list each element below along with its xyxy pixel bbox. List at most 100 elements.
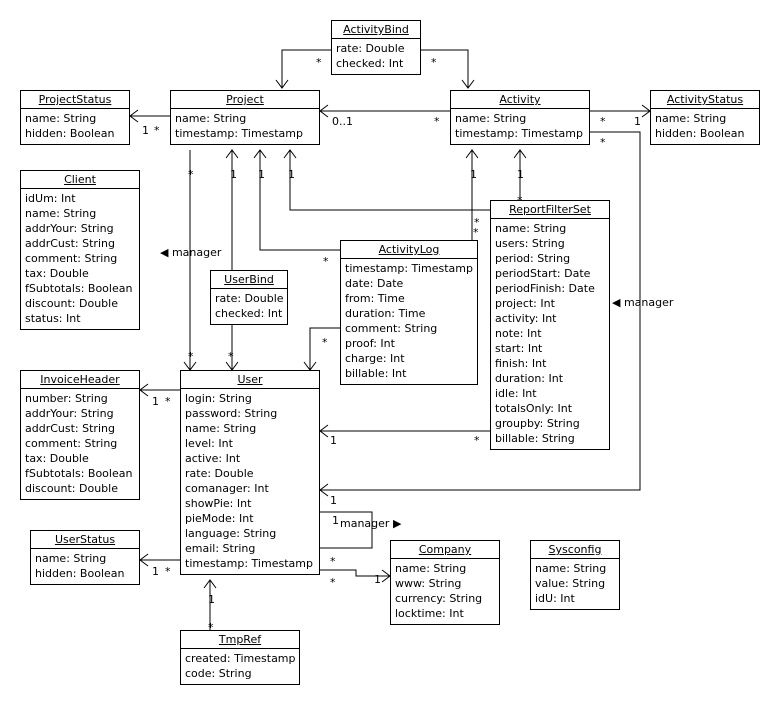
mult-user-tmpref-one: 1 [208,593,215,606]
class-attribute: comment: String [345,322,438,335]
mult-activitylog-activity: 1 [470,168,477,181]
class-name: Client [21,171,139,189]
class-name: ActivityStatus [651,91,759,109]
mult-activitylog-user-star: * [322,336,328,349]
arrowhead [139,383,149,397]
arrowhead [319,483,329,497]
class-attribute: showPie: Int [185,497,252,510]
class-attribute: addrCust: String [25,422,115,435]
class-attribute: periodStart: Date [495,267,591,280]
class-attribute: comment: String [25,437,118,450]
class-name: UserBind [211,271,287,289]
class-attribute: activity: Int [495,312,557,325]
class-attribute: checked: Int [215,307,283,320]
mult-activitylog-activity-star: * [474,216,480,229]
mult-user-company: * [330,576,336,589]
assoc-activitylog-project [259,150,342,251]
arrowhead [253,149,267,159]
mult-activitystatus-one: 1 [634,115,641,128]
class-attribute: from: Time [345,292,405,305]
mult-reportfilterset-user-one: 1 [330,434,337,447]
attribute-list: name: String hidden: Boolean [651,109,759,144]
mult-reportfilterset-activity: 1 [517,168,524,181]
mult-activitybind-project: * [316,56,322,69]
mult-user-self-one: 1 [332,514,339,527]
class-activitystatus: ActivityStatus name: String hidden: Boole… [650,90,760,145]
arrowhead [283,149,297,159]
class-attribute: name: String [175,112,247,125]
class-attribute: timestamp: Timestamp [345,262,473,275]
mult-reportfilterset-project-star: * [473,226,479,239]
arrowhead [319,424,329,438]
class-attribute: password: String [185,407,278,420]
mult-userbind-project: 1 [230,168,237,181]
assoc-user-company [320,569,390,577]
mult-activity-project: * [434,115,440,128]
class-attribute: proof: Int [345,337,395,350]
arrowhead [203,579,217,589]
class-attribute: timestamp: Timestamp [455,127,583,140]
mult-project-projectstatus: * [154,124,160,137]
mult-activitylog-project-star: * [323,255,329,268]
class-attribute: idUm: Int [25,192,76,205]
mult-activitylog-project: 1 [258,168,265,181]
class-attribute: discount: Double [25,297,118,310]
class-attribute: www: String [395,577,462,590]
class-attribute: name: String [185,422,257,435]
mult-invoiceheader-one: 1 [152,395,159,408]
class-name: ActivityLog [341,241,477,259]
class-attribute: hidden: Boolean [655,127,745,140]
class-attribute: fSubtotals: Boolean [25,282,133,295]
class-attribute: note: Int [495,327,542,340]
class-attribute: name: String [655,112,727,125]
class-attribute: billable: String [495,432,575,445]
class-name: UserStatus [31,531,139,549]
mult-userbind-user-star: * [228,350,234,363]
class-attribute: checked: Int [336,57,404,70]
class-attribute: active: Int [185,452,241,465]
class-name: Sysconfig [531,541,619,559]
attribute-list: timestamp: Timestamp date: Date from: Time… [341,259,477,384]
class-attribute: rate: Double [215,292,284,305]
class-attribute: idle: Int [495,387,537,400]
class-attribute: pieMode: Int [185,512,254,525]
class-user: User login: String password: String name: … [180,370,320,575]
class-attribute: billable: Int [345,367,407,380]
mult-user-invoiceheader: * [165,395,171,408]
class-name: Activity [451,91,589,109]
class-attribute: login: String [185,392,252,405]
class-attribute: tax: Double [25,452,89,465]
assoc-reportfilterset-project [289,150,490,211]
class-attribute: name: String [495,222,567,235]
class-attribute: currency: String [395,592,483,605]
class-attribute: duration: Time [345,307,426,320]
role-manager-self: manager ▶ [340,517,402,530]
class-name: User [181,371,319,389]
class-attribute: date: Date [345,277,404,290]
class-attribute: finish: Int [495,357,547,370]
class-attribute: locktime: Int [395,607,464,620]
mult-user-userstatus: * [165,565,171,578]
class-attribute: name: String [535,562,607,575]
class-attribute: tax: Double [25,267,89,280]
class-attribute: comanager: Int [185,482,269,495]
arrowhead [461,79,475,89]
association-labels: * * 1 * 0..1 * * 1 * * 1 1 1 1 1 * * ◀ m… [142,56,674,634]
arrowhead [225,149,239,159]
mult-activity-user-one: 1 [330,494,337,507]
role-manager-project-user: ◀ manager [160,246,222,259]
arrowhead [275,79,289,89]
